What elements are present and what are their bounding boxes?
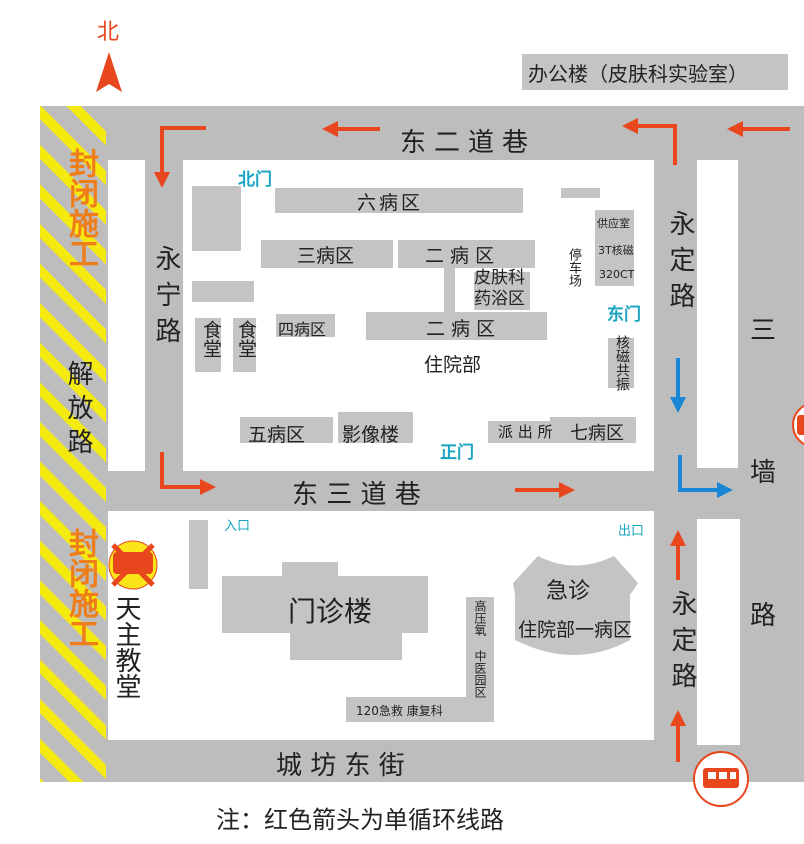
supply-room: 供应室 (597, 217, 630, 230)
road-label: 路 (750, 601, 777, 631)
mri-3t: 3T核磁 (598, 244, 634, 257)
ward-2-lower: 二 病 区 (426, 318, 496, 340)
main-gate: 正门 (440, 443, 474, 463)
closed-construction-label: 封闭施工 (63, 528, 98, 648)
route-arrow (622, 118, 677, 165)
north-arrow-icon (96, 52, 122, 92)
route-arrow (160, 452, 216, 495)
ward-5: 五病区 (248, 424, 306, 446)
bus-stop-closed-icon (108, 540, 158, 590)
route-arrow-blue (678, 455, 733, 498)
ward-2-upper: 二 病 区 (425, 245, 495, 267)
bus-stop-icon-partial (792, 404, 804, 446)
mri: 核磁共振 (614, 335, 630, 391)
catholic-church: 天主教堂 (111, 595, 141, 699)
ward-1: 住院部一病区 (518, 619, 633, 641)
police-station: 派 出 所 (498, 423, 553, 441)
north-gate: 北门 (238, 170, 272, 190)
canteen: 食堂 (200, 320, 222, 358)
closed-road-hatch (40, 106, 106, 782)
road-label: 永宁路 (151, 245, 181, 353)
canteen: 食堂 (235, 320, 257, 358)
north-label: 北 (97, 20, 120, 45)
legend-note: 注：红色箭头为单循环线路 (216, 806, 504, 834)
outpatient-building: 门诊楼 (288, 595, 373, 628)
road-label: 永定路 (665, 210, 695, 318)
dermatology-bath: 皮肤科药浴区 (474, 268, 525, 309)
buildings (189, 186, 638, 722)
ward-6: 六病区 (357, 192, 424, 214)
office-building: 办公楼（皮肤科实验室） (528, 62, 748, 86)
road-label: 墙 (750, 458, 777, 488)
parking: 停车场 (566, 248, 581, 287)
hyperbaric-tcm: 高压氧 中医园区 (473, 600, 487, 698)
road-label: 永定路 (667, 590, 697, 698)
ct-320: 320CT (599, 268, 635, 281)
ward-4: 四病区 (278, 320, 327, 339)
inpatient-dept: 住院部 (424, 354, 482, 376)
east-gate: 东门 (607, 305, 641, 325)
imaging-building: 影像楼 (342, 424, 400, 446)
rescue-rehab: 120急救 康复科 (356, 704, 443, 718)
road-label: 三 (750, 316, 777, 346)
closed-construction-label: 封闭施工 (63, 148, 98, 268)
bus-stop-icon (693, 751, 749, 807)
road-label: 解放路 (63, 360, 93, 462)
ward-7: 七病区 (570, 423, 624, 444)
route-arrow (154, 126, 206, 188)
road-label: 东 三 道 巷 (292, 480, 421, 510)
emergency: 急诊 (546, 579, 591, 604)
road-label: 东二道巷 (400, 128, 537, 158)
ward-3: 三病区 (297, 245, 355, 267)
road-label: 城 坊 东 街 (276, 751, 405, 781)
entrance-label: 入口 (224, 519, 251, 534)
exit-label: 出口 (618, 524, 645, 539)
